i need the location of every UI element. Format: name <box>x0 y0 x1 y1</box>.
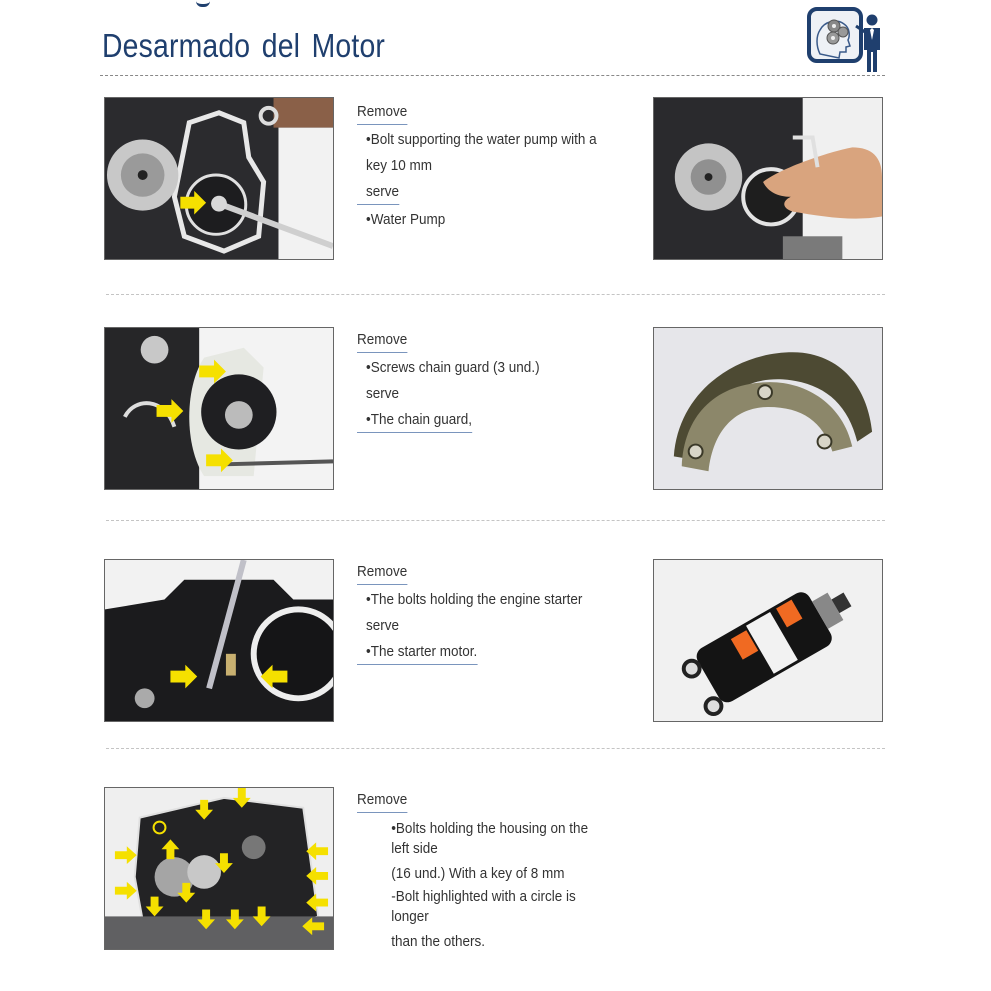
section-divider <box>106 748 885 749</box>
step-heading: Remove <box>357 330 408 353</box>
step-heading: Remove <box>357 102 408 125</box>
water-pump-removal-hand-photo <box>653 97 883 260</box>
section-divider <box>106 520 885 521</box>
previous-page-fragment <box>196 0 210 7</box>
step-4-instructions: Remove •Bolts holding the housing on the… <box>357 787 614 955</box>
step-line: •Screws chain guard (3 und.) <box>366 359 540 376</box>
step-1-instructions: Remove •Bolt supporting the water pump w… <box>357 99 623 233</box>
step-line: (16 und.) With a key of 8 mm <box>391 865 565 882</box>
step-line: •The bolts holding the engine starter <box>366 591 583 608</box>
left-housing-bolts-arrows-photo <box>104 787 334 950</box>
step-line: left side <box>391 840 438 857</box>
step-result: •Water Pump <box>366 211 446 228</box>
serve-label: serve <box>357 182 400 205</box>
starter-bolts-arrows-photo <box>104 559 334 722</box>
starter-motor-part-photo <box>653 559 883 722</box>
water-pump-bolt-wrench-photo <box>104 97 334 260</box>
chain-guard-part-photo <box>653 327 883 490</box>
title-divider <box>100 75 885 76</box>
page-title: Desarmado del Motor <box>102 27 386 64</box>
serve-label: serve <box>366 617 400 634</box>
step-line: key 10 mm <box>366 157 433 174</box>
step-heading: Remove <box>357 790 408 813</box>
step-line: -Bolt highlighted with a circle is <box>391 888 576 905</box>
step-2-instructions: Remove •Screws chain guard (3 und.) serv… <box>357 327 560 435</box>
section-divider <box>106 294 885 295</box>
step-3-instructions: Remove •The bolts holding the engine sta… <box>357 559 607 667</box>
step-line: longer <box>391 908 429 925</box>
step-line: •Bolt supporting the water pump with a <box>366 131 597 148</box>
step-line: than the others. <box>391 933 486 950</box>
presenter-gears-head-icon <box>806 6 886 74</box>
serve-label: serve <box>366 385 400 402</box>
chain-guard-screws-arrows-photo <box>104 327 334 490</box>
step-result: •The starter motor. <box>357 642 478 665</box>
step-heading: Remove <box>357 562 408 585</box>
step-line: •Bolts holding the housing on the <box>391 820 589 837</box>
step-result: •The chain guard, <box>357 410 473 433</box>
